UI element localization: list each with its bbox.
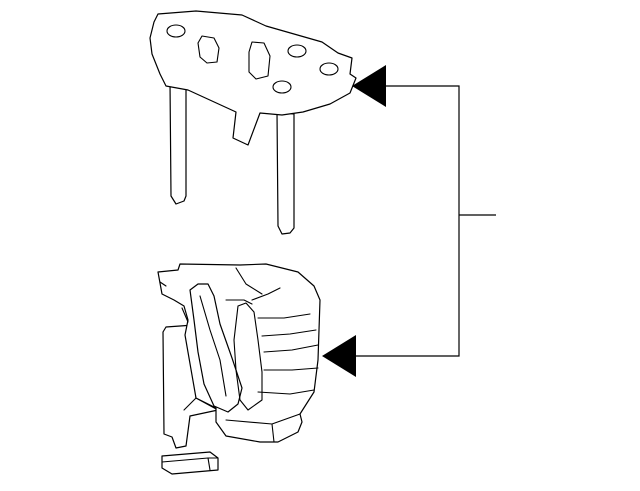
plate-slot — [248, 41, 271, 80]
lower-mount-arm — [162, 324, 219, 449]
foot-edge — [207, 457, 211, 471]
body-contour — [181, 307, 189, 323]
upper-bracket-plate — [149, 10, 357, 146]
body-rib — [257, 389, 315, 395]
lower-mount — [157, 263, 321, 475]
body-rib — [263, 344, 319, 353]
body-rib — [257, 313, 311, 319]
upper-bracket — [149, 10, 357, 235]
plate-hole — [287, 44, 307, 58]
strap-inner — [199, 295, 227, 397]
plate-hole — [166, 24, 186, 38]
leader-line — [356, 85, 460, 357]
strap-inner — [233, 302, 263, 411]
body-face — [271, 413, 301, 425]
upper-bracket-left-leg — [169, 81, 187, 205]
body-rib — [261, 329, 317, 337]
callout — [322, 65, 496, 377]
plate-hole — [272, 80, 292, 94]
body-rib — [263, 367, 319, 371]
arrow-upper-icon — [352, 65, 386, 107]
lower-mount-foot — [161, 451, 219, 475]
plate-hole — [319, 62, 339, 76]
body-contour — [235, 267, 263, 295]
upper-bracket-right-leg — [276, 111, 295, 235]
body-contour — [159, 281, 167, 287]
body-face — [183, 397, 197, 411]
body-rib — [251, 287, 281, 301]
body-contour — [225, 299, 253, 305]
arrow-lower-icon — [322, 335, 356, 377]
plate-slot — [197, 35, 220, 64]
